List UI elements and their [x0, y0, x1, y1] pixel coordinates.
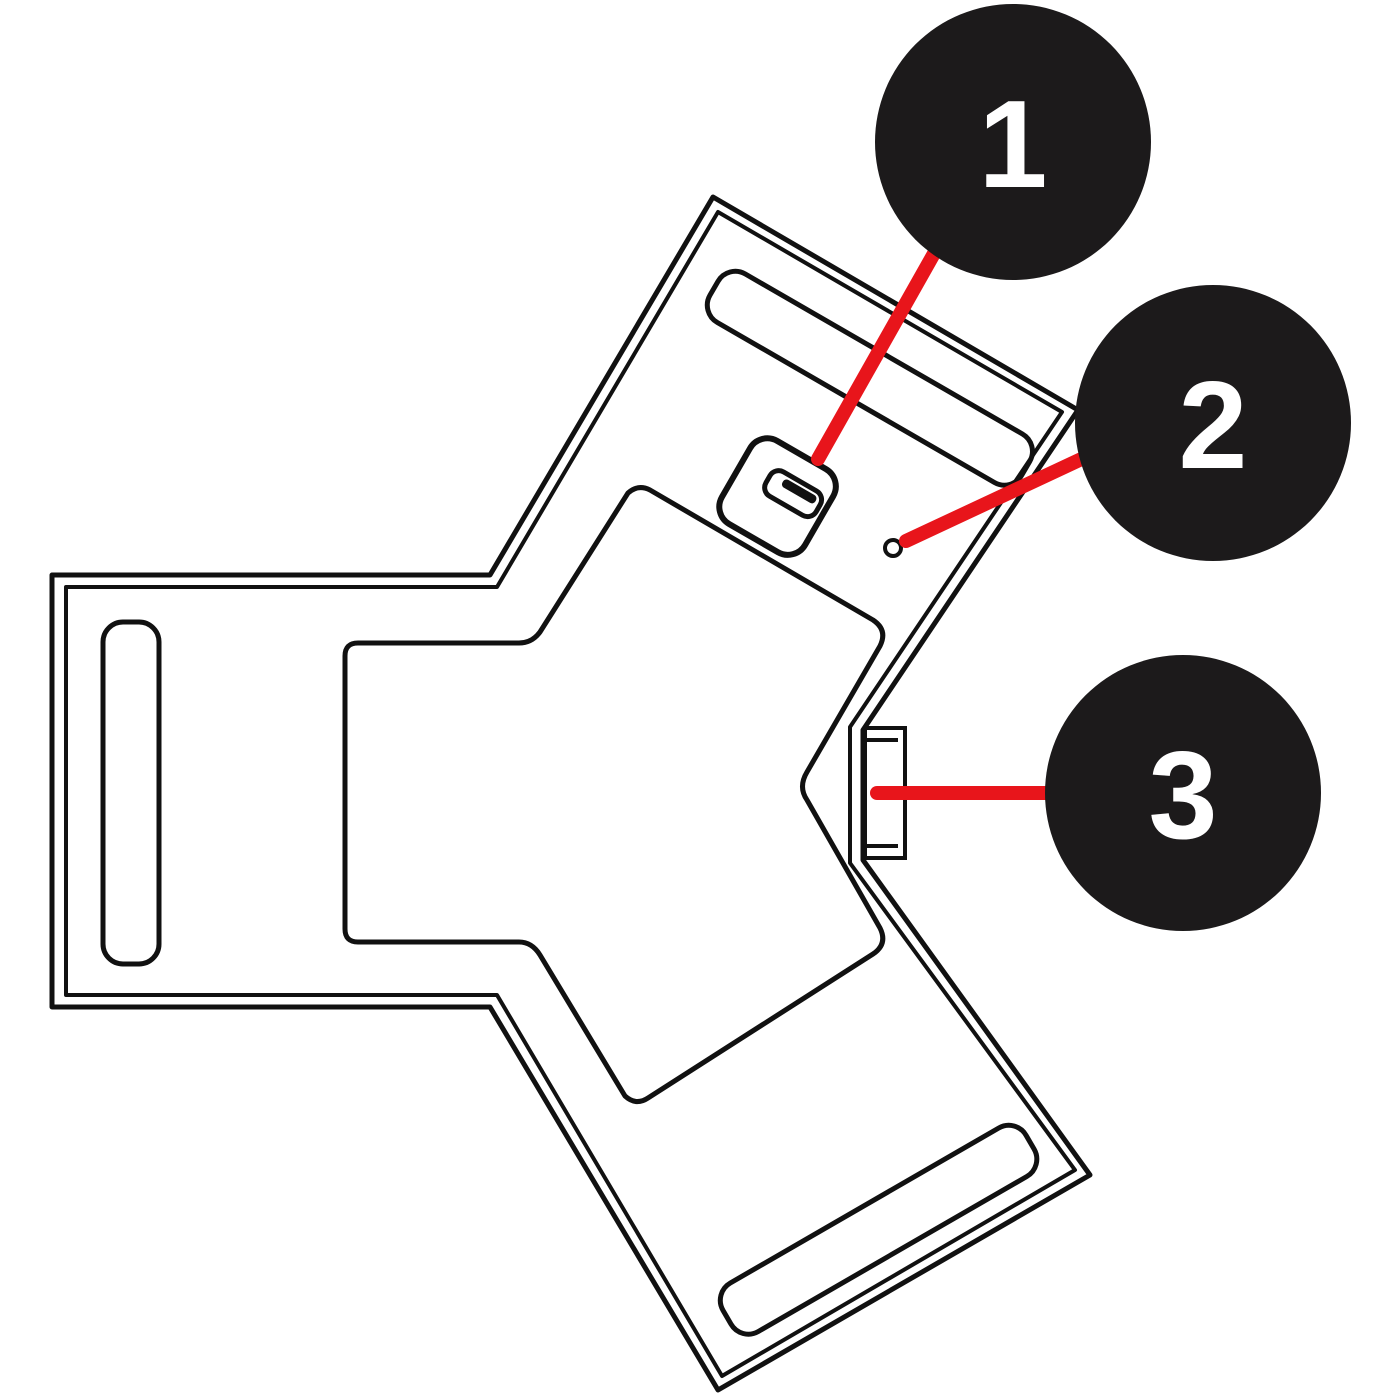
callout-badge-3: 3 [1045, 655, 1321, 931]
rubber-feet [100, 268, 1040, 1337]
side-switch-body [863, 726, 907, 860]
callout-badge-1: 1 [875, 4, 1151, 280]
callout-badge-circle [875, 4, 1151, 280]
usb-port-housing [716, 435, 839, 558]
callout-lines [811, 243, 1097, 800]
micro-usb-port [716, 435, 839, 558]
callout-number: 1 [979, 76, 1048, 214]
callout-line-1 [811, 243, 943, 466]
callout-line-2 [899, 448, 1097, 548]
callout-number: 3 [1149, 727, 1218, 865]
callout-badge-circle [1075, 285, 1351, 561]
foot-bottom [717, 1122, 1040, 1337]
usb-port-contacts [781, 479, 817, 504]
foot-left [100, 619, 162, 967]
callout-badge-circle [1045, 655, 1321, 931]
side-switch [863, 726, 907, 860]
center-plate [342, 485, 886, 1104]
device-inner-edge [64, 210, 1077, 1378]
callout-number: 2 [1179, 357, 1248, 495]
side-switch-detail [865, 738, 898, 848]
callout-badge-2: 2 [1075, 285, 1351, 561]
usb-port-socket [762, 468, 825, 520]
pinhole [883, 538, 903, 558]
